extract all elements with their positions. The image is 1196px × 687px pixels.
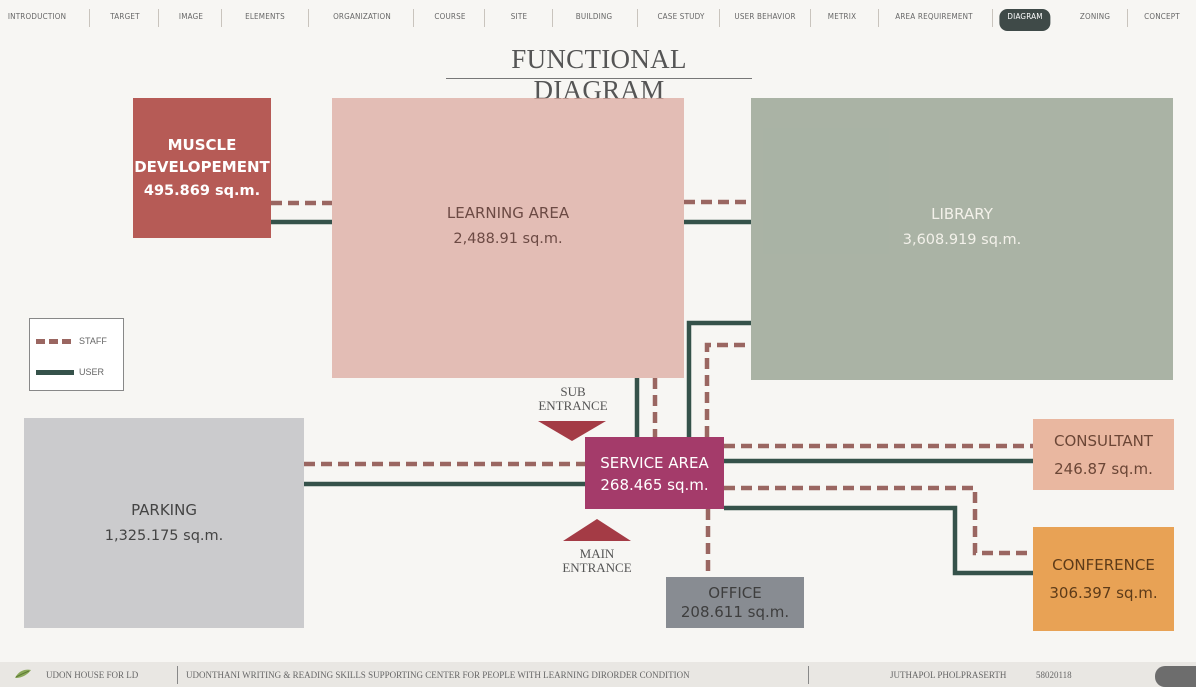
office-name: OFFICE	[708, 583, 762, 602]
parking-name: PARKING	[131, 501, 197, 519]
nav-case-study[interactable]: CASE STUDY	[657, 12, 705, 21]
library-zone[interactable]: LIBRARY 3,608.919 sq.m.	[751, 98, 1173, 380]
nav-divider	[221, 9, 222, 27]
sub-entrance-line2: ENTRANCE	[538, 398, 608, 413]
learning-area-zone[interactable]: LEARNING AREA 2,488.91 sq.m.	[332, 98, 684, 378]
footer-brand: UDON HOUSE FOR LD	[46, 670, 139, 680]
nav-divider	[878, 9, 879, 27]
consultant-zone[interactable]: CONSULTANT 246.87 sq.m.	[1033, 419, 1174, 490]
main-entrance-label: MAIN ENTRANCE	[550, 547, 644, 575]
learning-area: 2,488.91 sq.m.	[453, 231, 563, 247]
nav-building[interactable]: BUILDING	[575, 12, 613, 21]
service-area-zone[interactable]: SERVICE AREA 268.465 sq.m.	[585, 437, 724, 509]
nav-divider	[158, 9, 159, 27]
sub-entrance-label: SUB ENTRANCE	[526, 385, 620, 413]
nav-divider	[413, 9, 414, 27]
footer-author: JUTHAPOL PHOLPRASERTH	[890, 670, 1007, 680]
nav-divider	[552, 9, 553, 27]
nav-organization[interactable]: ORGANIZATION	[333, 12, 391, 21]
main-entrance-line1: MAIN	[579, 546, 615, 561]
user-lines	[271, 219, 1033, 576]
learning-name: LEARNING AREA	[446, 204, 570, 222]
legend-staff-row: STAFF	[36, 336, 107, 346]
nav-zoning[interactable]: ZONING	[1079, 12, 1111, 21]
nav-elements[interactable]: ELEMENTS	[245, 12, 285, 21]
service-name: SERVICE AREA	[600, 454, 709, 472]
conference-area: 306.397 sq.m.	[1049, 584, 1158, 602]
leaf-logo-icon	[15, 669, 31, 678]
staff-lines	[271, 199, 1033, 577]
main-entrance-arrow-icon	[563, 519, 631, 541]
user-line-service-conference	[724, 505, 1033, 576]
nav-area-requirement[interactable]: AREA REQUIREMENT	[895, 12, 973, 21]
sub-entrance-line1: SUB	[560, 384, 586, 399]
muscle-name-line1: MUSCLE	[167, 136, 237, 154]
legend-user-label: USER	[79, 367, 105, 377]
nav-divider	[637, 9, 638, 27]
nav-divider	[810, 9, 811, 27]
user-line-service-library	[686, 320, 751, 437]
office-zone[interactable]: OFFICE 208.611 sq.m.	[666, 577, 804, 628]
nav-concept[interactable]: CONCEPT	[1144, 12, 1180, 21]
consultant-name: CONSULTANT	[1054, 431, 1153, 450]
nav-user-behavior[interactable]: USER BEHAVIOR	[734, 12, 796, 21]
muscle-development-zone[interactable]: MUSCLE DEVELOPEMENT 495.869 sq.m.	[133, 98, 271, 238]
footer-bar: UDON HOUSE FOR LD UDONTHANI WRITING & RE…	[0, 662, 1196, 687]
nav-image[interactable]: IMAGE	[178, 12, 204, 21]
sub-entrance-arrow-icon	[538, 421, 606, 441]
service-area: 268.465 sq.m.	[600, 476, 709, 494]
staff-line-swatch	[36, 338, 74, 344]
nav-introduction[interactable]: INTRODUCTION	[7, 12, 67, 21]
nav-divider	[89, 9, 90, 27]
nav-site[interactable]: SITE	[510, 12, 528, 21]
staff-line-service-conference	[724, 485, 1033, 556]
consultant-area: 246.87 sq.m.	[1054, 459, 1153, 478]
nav-diagram-active[interactable]: DIAGRAM	[999, 9, 1051, 31]
legend: STAFF USER	[29, 318, 124, 391]
nav-divider	[484, 9, 485, 27]
top-navigation: INTRODUCTION TARGET IMAGE ELEMENTS ORGAN…	[0, 0, 1196, 40]
nav-divider	[719, 9, 720, 27]
footer-student-id: 58020118	[1036, 670, 1072, 680]
nav-divider	[1127, 9, 1128, 27]
main-entrance-line2: ENTRANCE	[562, 560, 632, 575]
footer-project-title: UDONTHANI WRITING & READING SKILLS SUPPO…	[186, 670, 690, 680]
page-indicator[interactable]	[1155, 666, 1196, 687]
legend-staff-label: STAFF	[79, 336, 107, 346]
nav-course[interactable]: COURSE	[434, 12, 466, 21]
conference-name: CONFERENCE	[1052, 556, 1155, 574]
library-area: 3,608.919 sq.m.	[902, 232, 1022, 248]
title-underline	[446, 78, 752, 79]
conference-zone[interactable]: CONFERENCE 306.397 sq.m.	[1033, 527, 1174, 631]
library-name: LIBRARY	[931, 205, 993, 223]
legend-user-row: USER	[36, 367, 104, 377]
nav-target[interactable]: TARGET	[110, 12, 140, 21]
staff-line-service-library	[704, 342, 751, 437]
footer-divider	[808, 666, 809, 684]
office-area: 208.611 sq.m.	[680, 602, 790, 621]
footer-divider	[177, 666, 178, 684]
nav-metrix[interactable]: METRIX	[827, 12, 857, 21]
nav-divider	[308, 9, 309, 27]
parking-area: 1,325.175 sq.m.	[104, 528, 224, 544]
nav-divider	[992, 9, 993, 27]
muscle-name-line2: DEVELOPEMENT	[134, 158, 270, 176]
user-line-swatch	[36, 369, 74, 375]
parking-zone[interactable]: PARKING 1,325.175 sq.m.	[24, 418, 304, 628]
muscle-area: 495.869 sq.m.	[143, 183, 261, 199]
